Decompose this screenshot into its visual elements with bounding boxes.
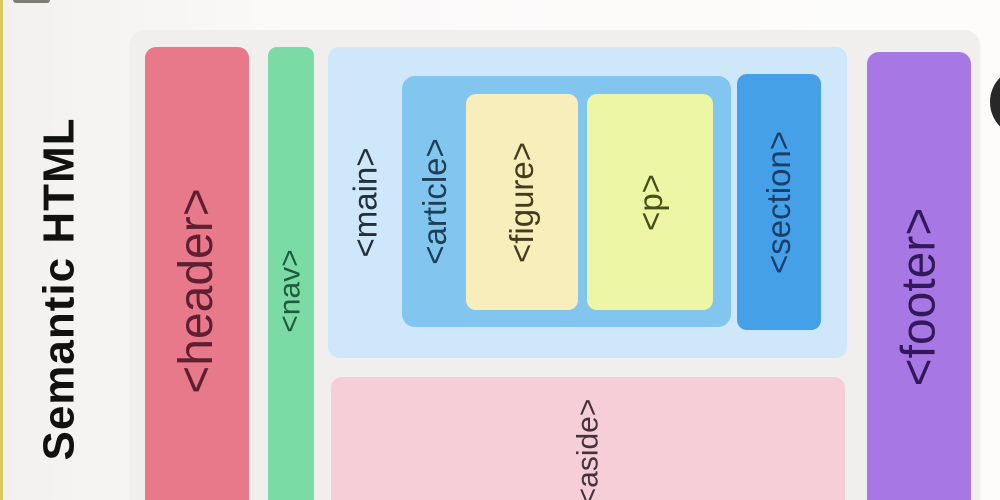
block-main: <main> <article> <figure> <p> <section> <box>328 47 847 358</box>
footer-tag-label: <footer> <box>892 207 945 387</box>
block-p: <p> <box>587 94 713 310</box>
p-tag-label: <p> <box>631 173 669 231</box>
page-title: Semantic HTML <box>35 117 85 461</box>
top-edge-notch <box>13 0 50 3</box>
diagram-card: <header> <nav> <main> <article> <figure>… <box>130 30 980 500</box>
page-title-container: Semantic HTML <box>17 117 103 461</box>
block-section: <section> <box>737 74 821 330</box>
block-footer: <footer> <box>867 52 971 500</box>
header-tag-label: <header> <box>170 188 223 394</box>
partial-circle-button[interactable] <box>990 67 1000 137</box>
block-aside: <aside> <box>331 377 845 500</box>
article-tag-label: <article> <box>415 138 453 265</box>
aside-tag-label: <aside> <box>570 398 604 500</box>
block-figure: <figure> <box>466 94 578 310</box>
left-accent-strip <box>0 0 3 500</box>
block-article: <article> <figure> <p> <box>402 76 731 327</box>
main-tag-label: <main> <box>346 147 384 258</box>
section-tag-label: <section> <box>760 130 798 274</box>
block-nav: <nav> <box>268 47 314 500</box>
nav-tag-label: <nav> <box>274 249 308 333</box>
main-label-gutter: <main> <box>328 47 402 358</box>
block-header: <header> <box>145 47 249 500</box>
article-label-gutter: <article> <box>402 76 466 327</box>
figure-tag-label: <figure> <box>503 141 541 263</box>
